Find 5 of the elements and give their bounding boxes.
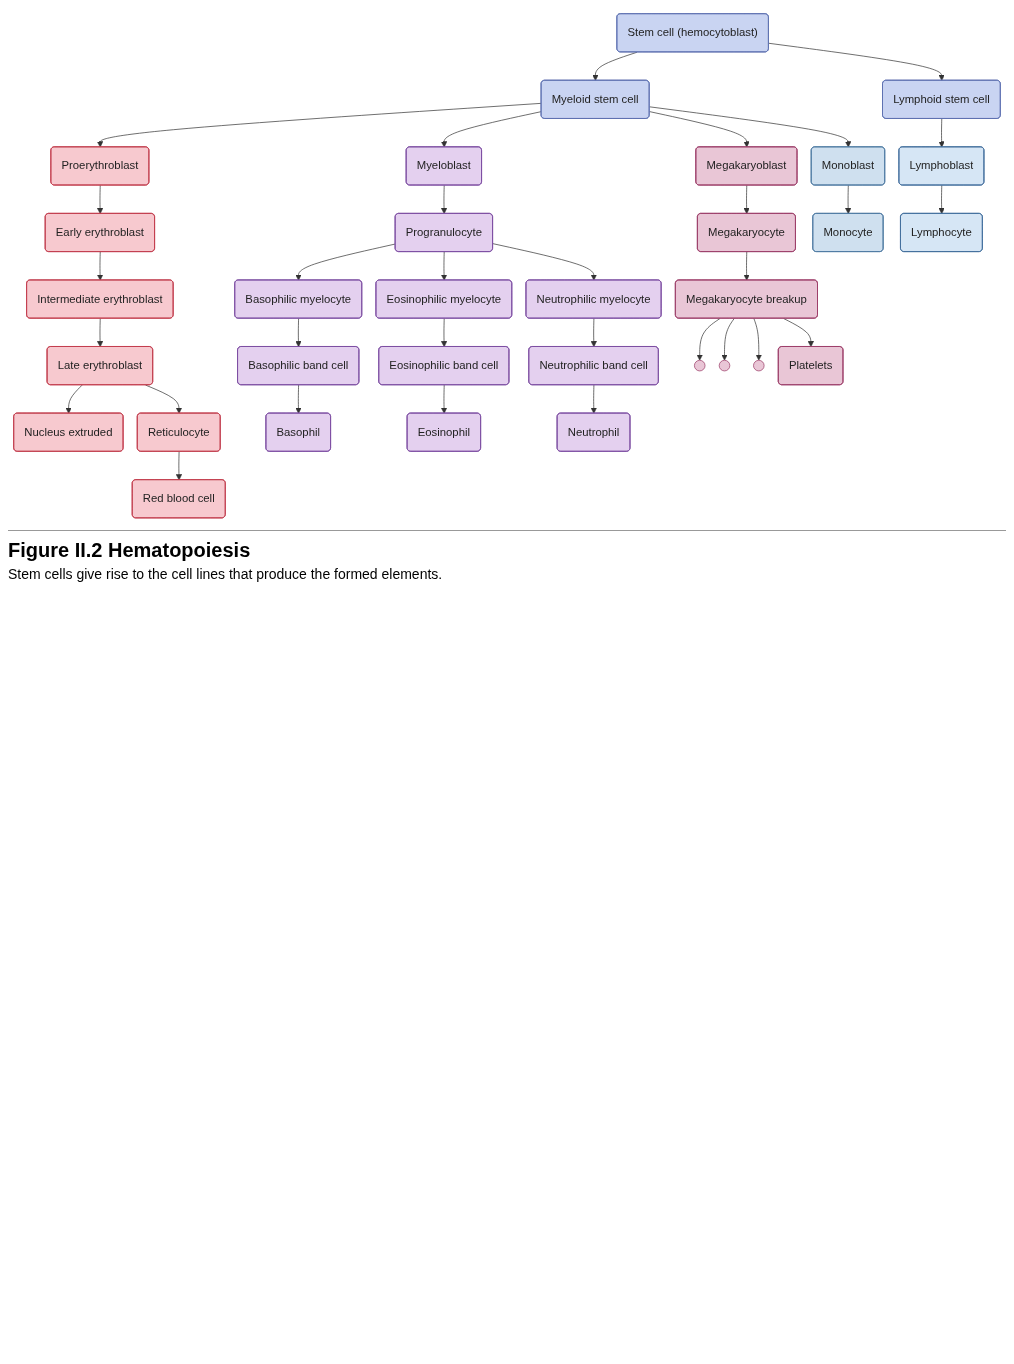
node-circle: [718, 359, 731, 372]
figure-title: Figure II.2 Hematopoiesis: [8, 529, 1006, 562]
figure-caption: Stem cells give rise to the cell lines that produce the formed elements.: [8, 565, 444, 582]
node-circle: [753, 359, 765, 372]
node-circle: [694, 359, 706, 372]
